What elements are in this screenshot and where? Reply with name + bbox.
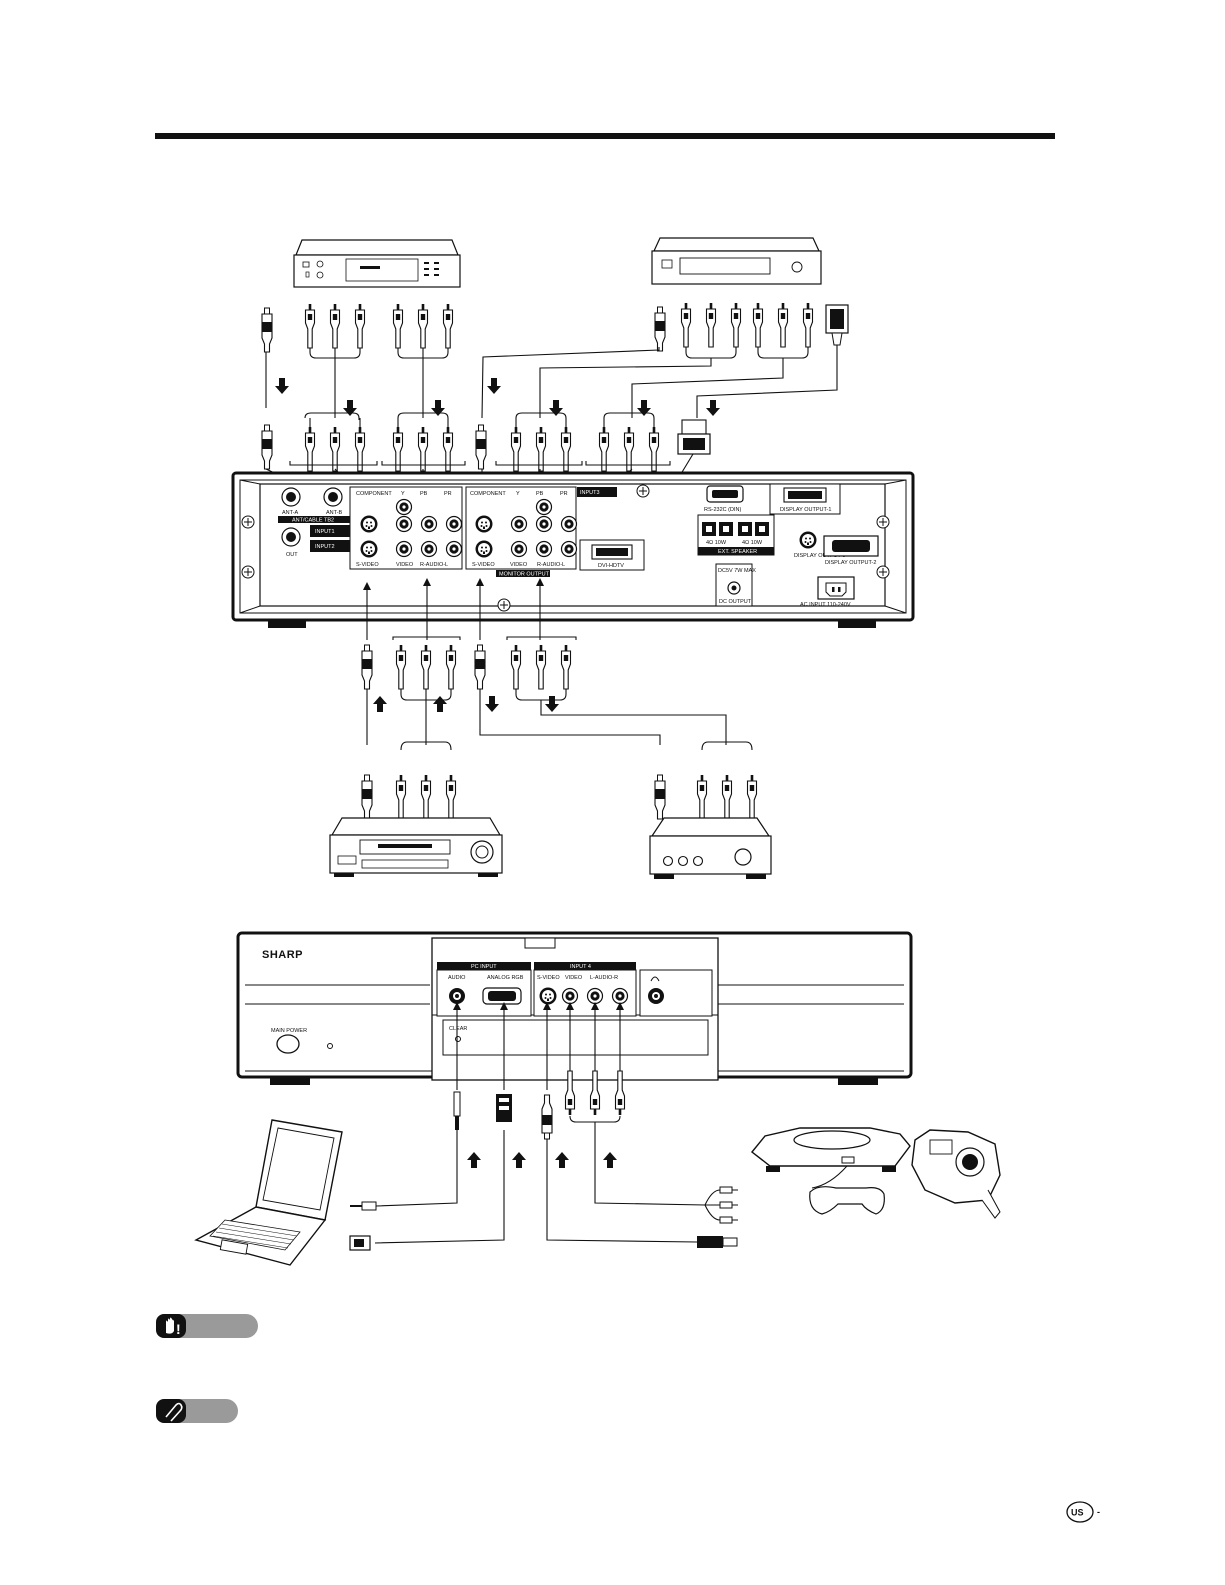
region-badge: US: [1071, 1508, 1084, 1518]
right-side-plugs: [697, 1187, 738, 1248]
ant-a-label: ANT-A: [282, 510, 299, 516]
main-power-button[interactable]: [277, 1035, 299, 1053]
pr-label-1: PR: [444, 491, 452, 497]
dc-spec-label: DC5V 7W MAX: [718, 568, 756, 574]
audio-label: AUDIO: [448, 975, 466, 981]
ant-cable-label: ANT/CABLE TB2: [292, 518, 334, 524]
component-label-2: COMPONENT: [470, 491, 506, 497]
front-audio-l-jack[interactable]: [588, 989, 603, 1004]
dvi-plug-middle: [678, 420, 710, 454]
input2-label: INPUT2: [315, 544, 335, 550]
front-audio-label: L-AUDIO-R: [590, 975, 618, 981]
ac-input-label: AC INPUT 110-240V: [800, 602, 851, 608]
caution-badge: !: [156, 1314, 258, 1338]
main-power-label: MAIN POWER: [271, 1028, 307, 1034]
y-label-1: Y: [401, 491, 405, 497]
input1-label: INPUT1: [315, 529, 335, 535]
dvd-cable-plugs: [262, 304, 453, 352]
front-s-video-jack[interactable]: [540, 988, 557, 1005]
clear-label: CLEAR: [449, 1026, 467, 1032]
vcr-amp-plugs-upper: [362, 645, 571, 689]
out-label: OUT: [286, 552, 298, 558]
stb-cable-plugs: [655, 303, 813, 351]
display-output-1-label: DISPLAY OUTPUT-1: [780, 507, 831, 513]
audio-label-1: R-AUDIO-L: [420, 562, 448, 568]
y-label-2: Y: [516, 491, 520, 497]
rs232c-label: RS-232C (DIN): [704, 507, 741, 513]
power-indicator-icon: [328, 1044, 333, 1049]
page-dash: -: [1097, 1507, 1100, 1517]
camcorder-illustration: [912, 1130, 1000, 1218]
laptop-illustration: [196, 1120, 342, 1265]
vcr-amp-plugs-lower: [362, 775, 757, 819]
front-plugs: [454, 1071, 625, 1139]
rear-panel: ANT-A ANT-B ANT/CABLE TB2 OUT INPUT1 INP…: [233, 473, 913, 628]
ext-speaker-label: EXT. SPEAKER: [718, 549, 757, 555]
input4-label: INPUT 4: [570, 964, 591, 970]
pr-label-2: PR: [560, 491, 568, 497]
display-output-2-label: DISPLAY OUTPUT-2: [825, 560, 876, 566]
input3-label: INPUT3: [580, 490, 600, 496]
pb-label-2: PB: [536, 491, 544, 497]
dc-output-label: DC OUTPUT: [719, 599, 752, 605]
dvi-hdtv-label: DVI-HDTV: [598, 563, 624, 569]
front-video-jack[interactable]: [563, 989, 578, 1004]
dvd-player-illustration: [294, 240, 460, 287]
header-rule: [155, 133, 1055, 139]
vcr-illustration: [330, 818, 502, 877]
input-plugs-row: [262, 425, 659, 471]
front-panel: SHARP MAIN POWER PC INPUT AUDIO ANALOG R…: [238, 933, 911, 1085]
pb-label-1: PB: [420, 491, 428, 497]
monitor-output-label: MONITOR OUTPUT: [499, 572, 550, 578]
arrow-icons-middle: [373, 696, 559, 712]
ant-b-label: ANT-B: [326, 510, 343, 516]
speaker-right-spec: 4Ω 10W: [742, 540, 763, 546]
dvi-plug-top: [826, 305, 848, 345]
analog-rgb-label: ANALOG RGB: [487, 975, 524, 981]
caution-exclaim-icon: !: [176, 1321, 181, 1337]
audio-label-2: R-AUDIO-L: [537, 562, 565, 568]
brand-logo: SHARP: [262, 949, 303, 961]
speaker-left-spec: 4Ω 10W: [706, 540, 727, 546]
set-top-box-illustration: [652, 238, 821, 284]
component-label-1: COMPONENT: [356, 491, 392, 497]
front-video-label: VIDEO: [565, 975, 583, 981]
front-s-video-label: S-VIDEO: [537, 975, 560, 981]
video-label-2: VIDEO: [510, 562, 528, 568]
front-audio-r-jack[interactable]: [613, 989, 628, 1004]
s-video-label-2: S-VIDEO: [472, 562, 495, 568]
video-label-1: VIDEO: [396, 562, 414, 568]
page-footer: US -: [1067, 1502, 1100, 1522]
note-badge: [156, 1399, 238, 1423]
s-video-label-1: S-VIDEO: [356, 562, 379, 568]
amplifier-illustration: [650, 818, 771, 879]
clear-button[interactable]: [456, 1037, 461, 1042]
pc-input-label: PC INPUT: [471, 964, 497, 970]
laptop-side-plugs: [350, 1202, 376, 1250]
game-console-illustration: [752, 1128, 910, 1214]
